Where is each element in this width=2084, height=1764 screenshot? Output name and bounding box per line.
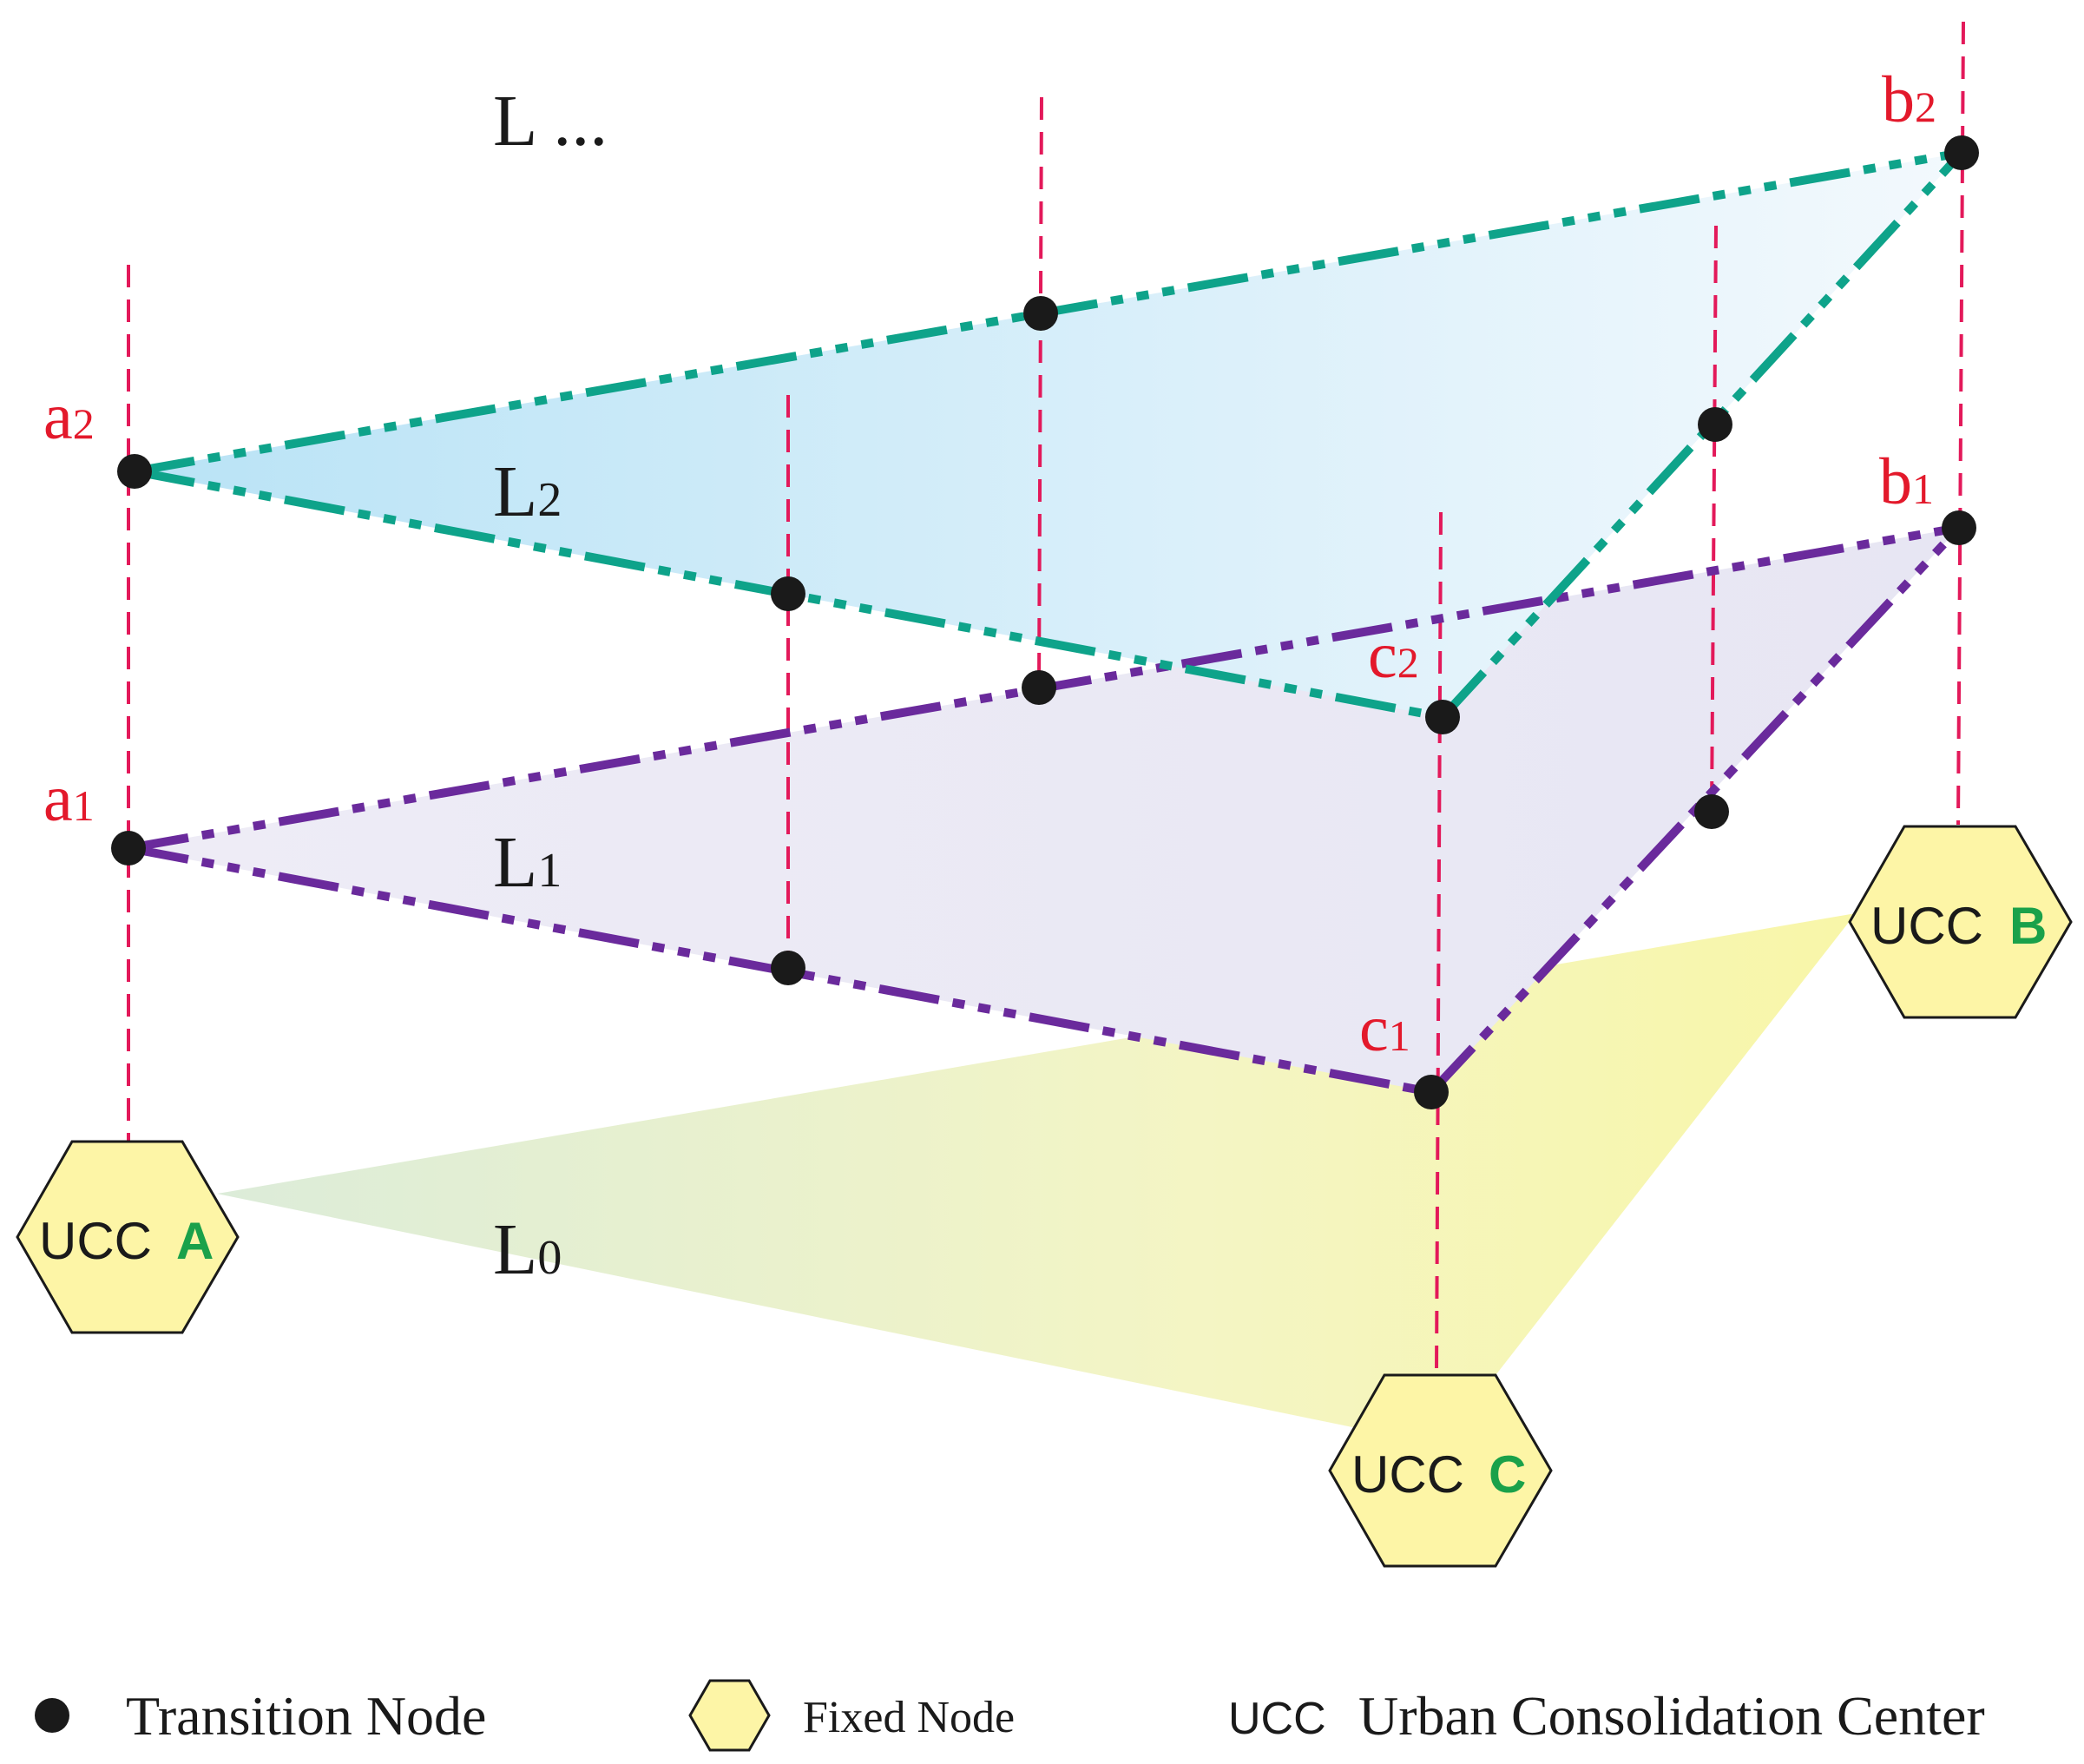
ucc-a-prefix: UCC [39,1212,152,1270]
hexagon-icon [1848,825,2073,1019]
point-label-c2: c2 [1368,619,1419,692]
transition-node-c1 [1414,1075,1449,1109]
layer-label-l0: L0 [493,1209,562,1290]
transition-node-l2-mid-left [771,576,805,611]
legend-ucc-abbrev: UCC [1228,1694,1326,1744]
vertical-line-b [1956,21,1965,826]
ucc-b-prefix: UCC [1870,897,1983,955]
transition-node-c2 [1425,700,1460,734]
point-label-b2: b2 [1882,63,1936,136]
legend-fixed-label: Fixed Node [803,1693,1015,1742]
legend-transition-node-icon [35,1698,69,1733]
ucc-node-c: UCC C [1328,1373,1553,1568]
layer-label-l1: L1 [493,822,562,903]
vertical-line-c [1435,511,1443,1372]
transition-node-a2 [117,454,152,489]
ucc-c-prefix: UCC [1351,1445,1464,1504]
layer-label-top: L ... [493,81,608,161]
transition-node-l2-mid-right [1698,407,1732,442]
transition-node-l2-mid-top [1023,296,1058,331]
legend-transition-label: Transition Node [126,1685,486,1747]
transition-node-b2 [1944,135,1979,170]
hexagon-icon [16,1140,240,1334]
layer-label-l2: L2 [493,451,562,532]
hexagon-icon [1328,1373,1553,1568]
point-label-c1: c1 [1359,992,1410,1065]
point-label-b1: b1 [1879,445,1934,518]
legend-fixed-node-icon [688,1679,771,1752]
ucc-a-letter: A [176,1212,214,1270]
ucc-c-letter: C [1489,1445,1526,1504]
transition-node-l1-mid-top [1022,670,1056,705]
point-label-a2: a2 [43,380,95,453]
vertical-line-mid [1037,96,1043,688]
transition-node-b1 [1942,510,1976,545]
point-label-a1: a1 [43,762,95,835]
transition-node-a1 [111,831,146,866]
ucc-b-letter: B [2009,897,2047,955]
legend: Transition Node Fixed Node UCC Urban Con… [35,1679,1985,1752]
ucc-node-b: UCC B [1848,825,2073,1019]
layer-1-plane [128,528,1959,1092]
layer-2-plane [135,153,1962,717]
vertical-line-mid-right [1710,225,1718,813]
transition-node-l1-mid-right [1694,794,1729,829]
legend-ucc-full: Urban Consolidation Center [1358,1685,1985,1747]
transition-node-l1-mid-left [771,951,805,985]
ucc-node-a: UCC A [16,1140,240,1334]
